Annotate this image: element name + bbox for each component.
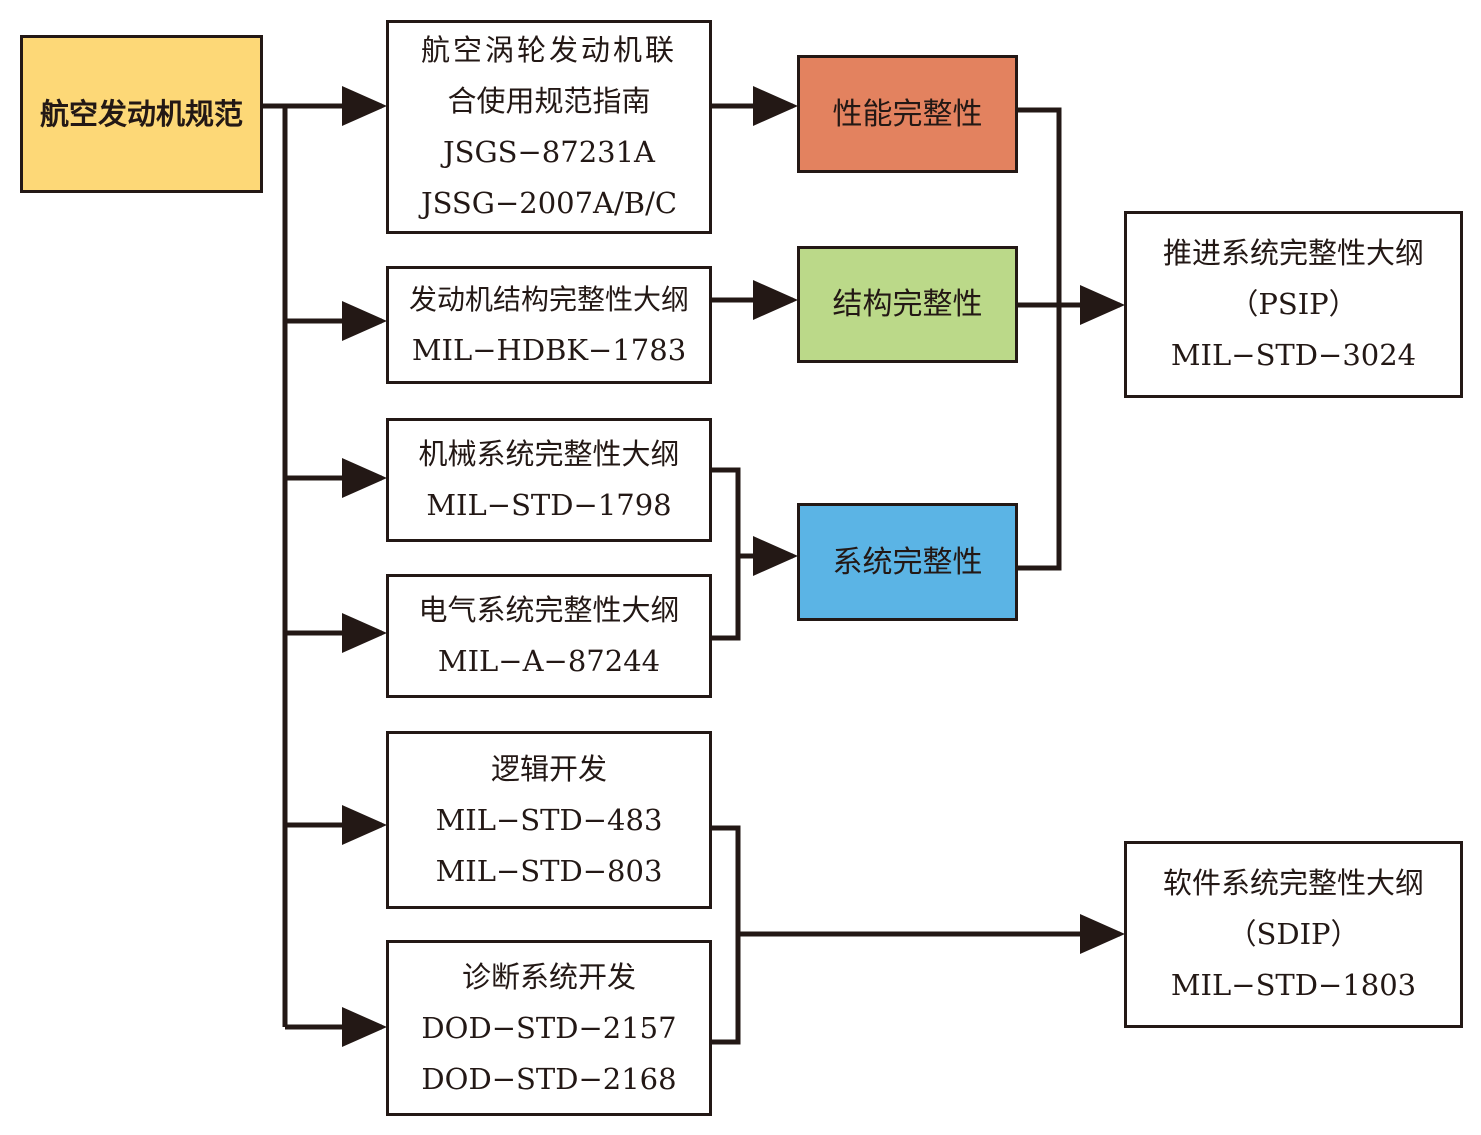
- logic-line-1: 逻辑开发: [490, 751, 607, 786]
- logic-line-3: MIL−STD−803: [435, 853, 663, 888]
- root-node: 航空发动机规范: [20, 35, 263, 193]
- psip-line-3: MIL−STD−3024: [1170, 338, 1417, 372]
- root-label: 航空发动机规范: [39, 96, 243, 131]
- logic-line-2: MIL−STD−483: [435, 802, 663, 837]
- standard-engine-structure-box: 发动机结构完整性大纲 MIL−HDBK−1783: [386, 266, 712, 384]
- jsgs-line-1: 航空涡轮发动机联: [420, 33, 677, 67]
- diagnostic-line-3: DOD−STD−2168: [421, 1061, 677, 1096]
- bracket-logic-diagnostic: [711, 825, 741, 1045]
- psip-line-1: 推进系统完整性大纲: [1162, 236, 1424, 270]
- engine-structure-line-2: MIL−HDBK−1783: [411, 333, 687, 367]
- diagnostic-line-2: DOD−STD−2157: [421, 1010, 677, 1045]
- standard-mechanical-box: 机械系统完整性大纲 MIL−STD−1798: [386, 418, 712, 542]
- category-system: 系统完整性: [797, 503, 1018, 621]
- jsgs-line-3: JSGS−87231A: [442, 135, 656, 169]
- output-sdip-box: 软件系统完整性大纲 （SDIP） MIL−STD−1803: [1124, 841, 1463, 1028]
- jsgs-line-4: JSSG−2007A/B/C: [420, 186, 678, 220]
- mechanical-line-1: 机械系统完整性大纲: [418, 437, 680, 471]
- bracket-categories: [1017, 107, 1062, 571]
- standard-logic-box: 逻辑开发 MIL−STD−483 MIL−STD−803: [386, 731, 712, 909]
- standard-diagnostic-box: 诊断系统开发 DOD−STD−2157 DOD−STD−2168: [386, 940, 712, 1116]
- psip-line-2: （PSIP）: [1229, 287, 1358, 321]
- structure-label: 结构完整性: [832, 287, 983, 322]
- electrical-line-1: 电气系统完整性大纲: [418, 593, 680, 627]
- system-label: 系统完整性: [832, 544, 983, 580]
- jsgs-line-2: 合使用规范指南: [447, 84, 651, 118]
- sdip-line-1: 软件系统完整性大纲: [1162, 866, 1424, 900]
- sdip-line-3: MIL−STD−1803: [1170, 968, 1417, 1002]
- standard-jsgs-box: 航空涡轮发动机联 合使用规范指南 JSGS−87231A JSSG−2007A/…: [386, 20, 712, 234]
- category-performance: 性能完整性: [797, 55, 1018, 173]
- engine-structure-line-1: 发动机结构完整性大纲: [408, 283, 689, 316]
- bracket-mechanical-electrical: [711, 467, 741, 641]
- standard-electrical-box: 电气系统完整性大纲 MIL−A−87244: [386, 574, 712, 698]
- sdip-line-2: （SDIP）: [1227, 917, 1360, 951]
- electrical-line-2: MIL−A−87244: [437, 644, 661, 678]
- output-psip-box: 推进系统完整性大纲 （PSIP） MIL−STD−3024: [1124, 211, 1463, 398]
- performance-label: 性能完整性: [832, 96, 983, 132]
- diagnostic-line-1: 诊断系统开发: [461, 959, 636, 994]
- mechanical-line-2: MIL−STD−1798: [426, 488, 672, 522]
- category-structure: 结构完整性: [797, 246, 1018, 363]
